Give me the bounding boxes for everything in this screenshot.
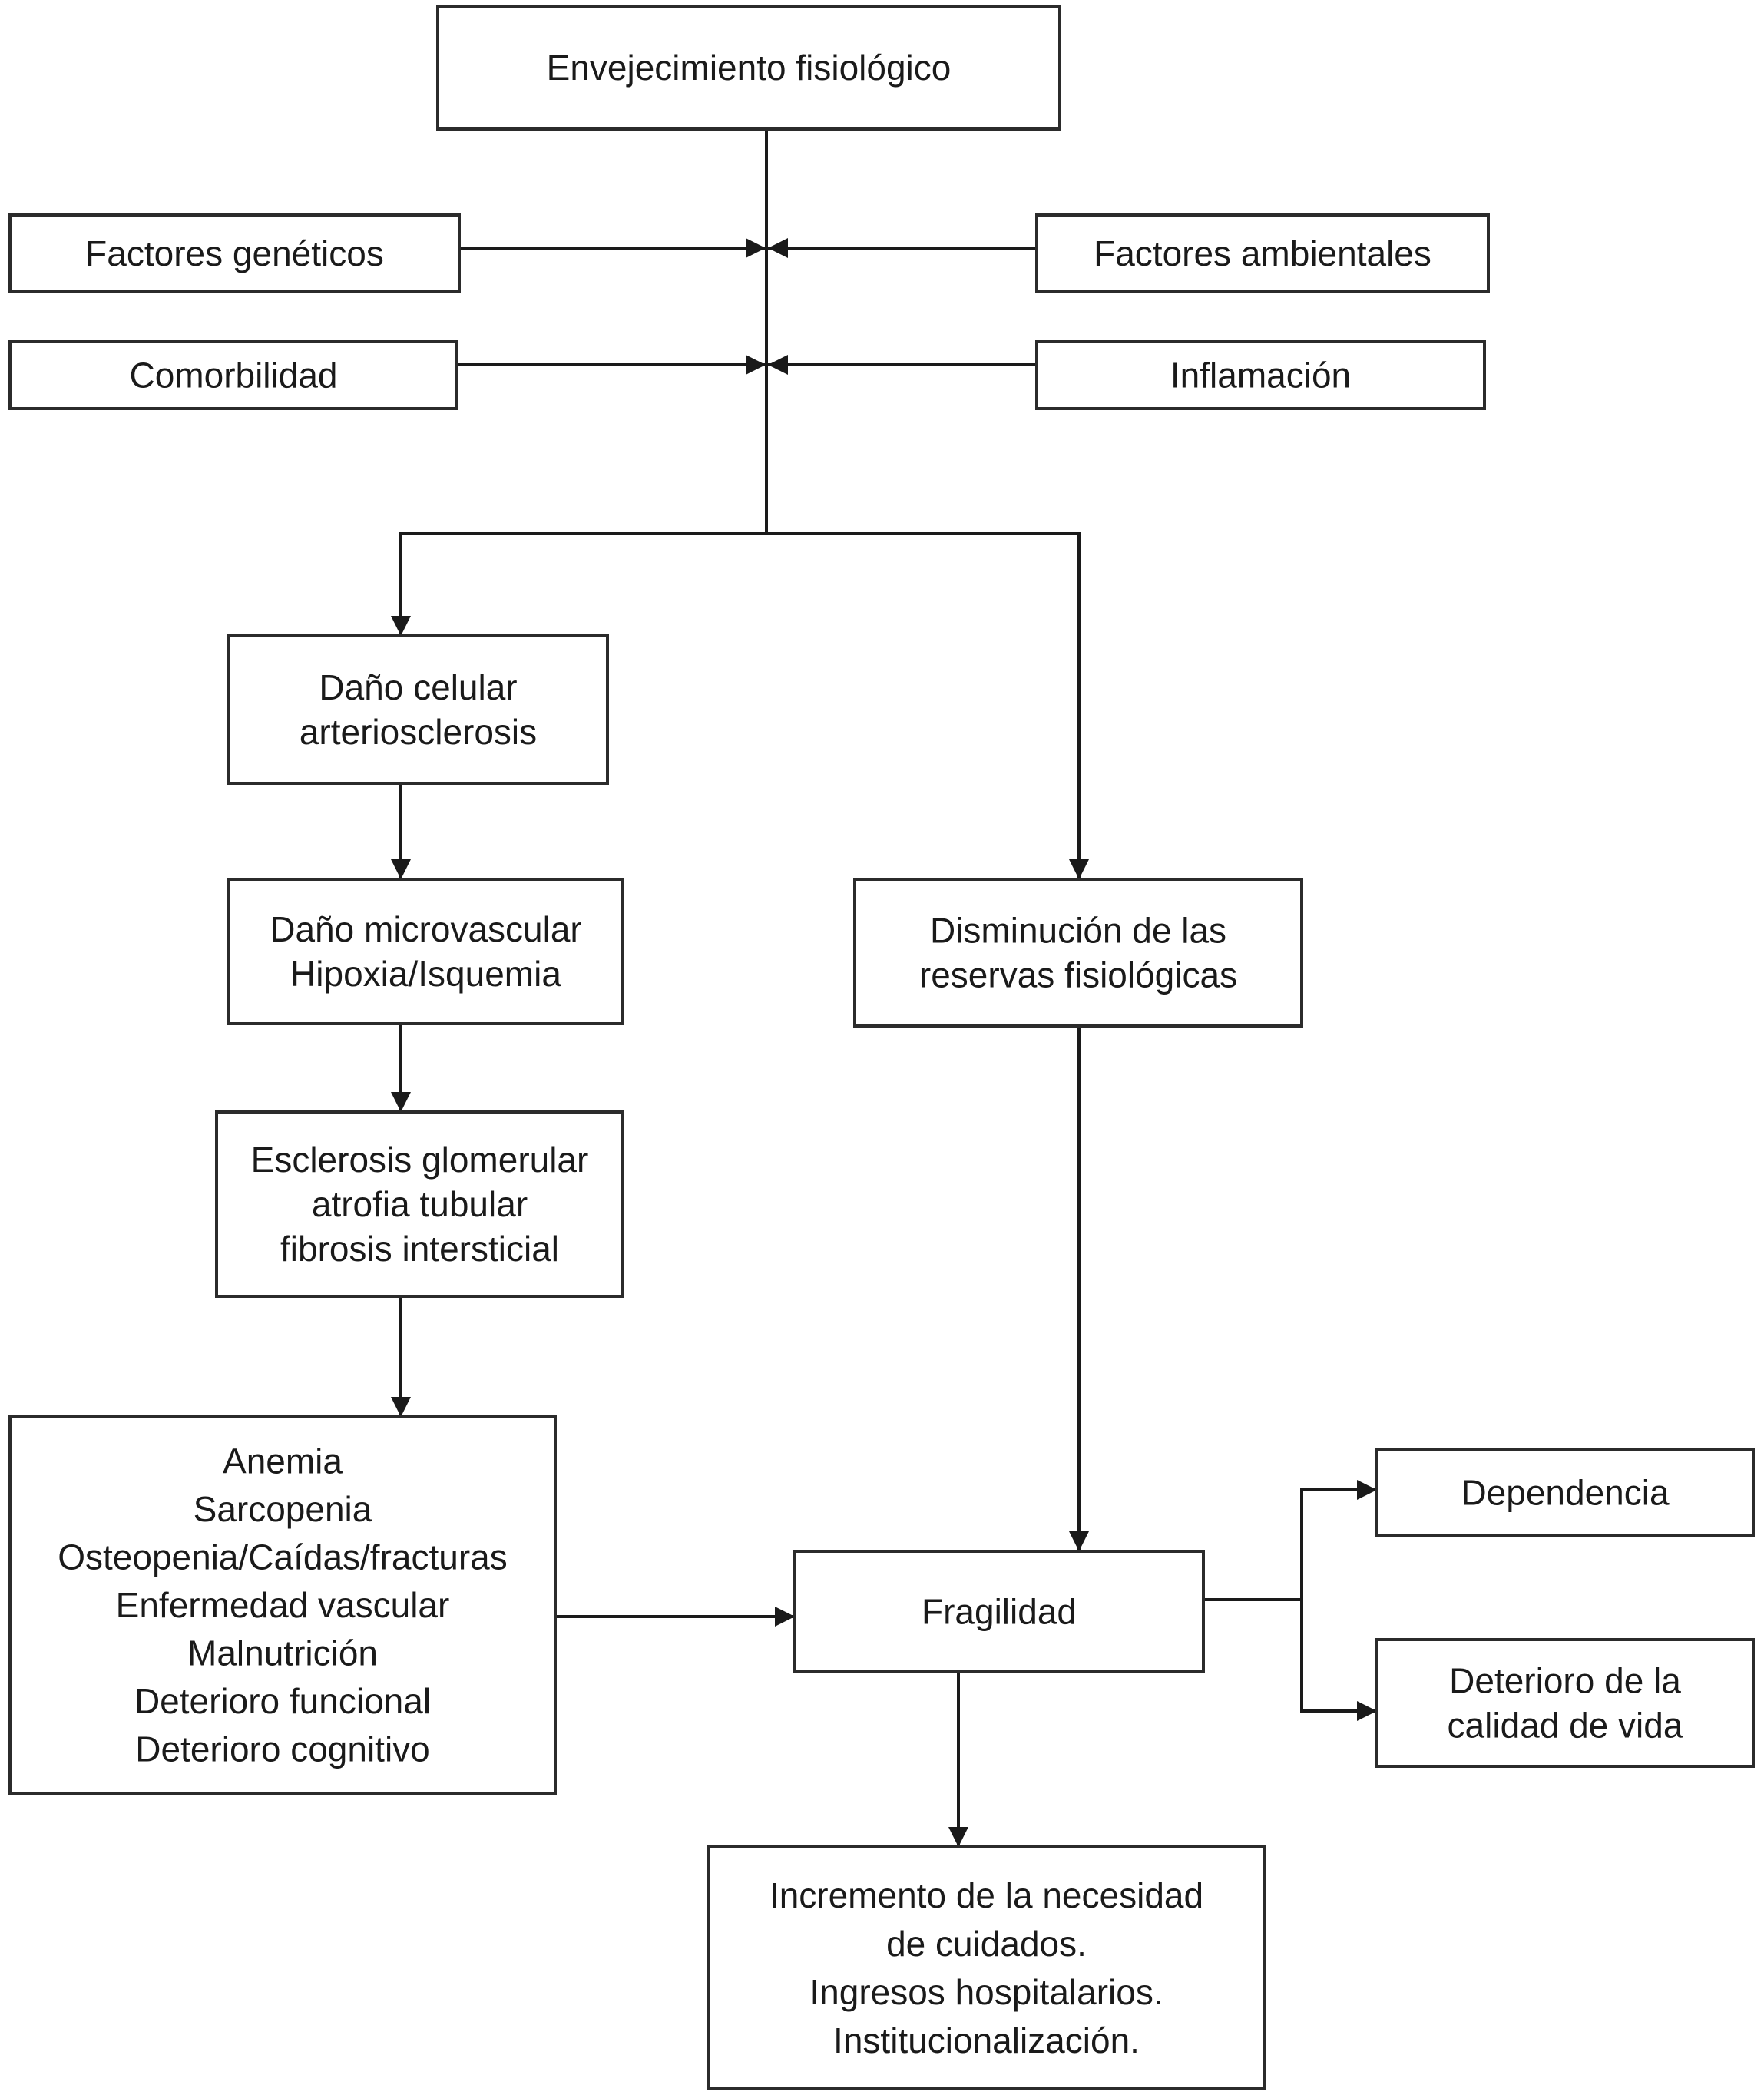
node-label: Comorbilidad — [129, 356, 337, 396]
node-label: Inflamación — [1170, 356, 1351, 396]
node-box — [8, 340, 458, 410]
node-inflamacion: Inflamación — [1035, 340, 1486, 410]
node-label: de cuidados. — [886, 1924, 1087, 1964]
edge-envejecimiento-to-disminucion — [766, 532, 1089, 879]
edge-line — [1300, 1600, 1377, 1713]
node-dependencia: Dependencia — [1375, 1448, 1755, 1537]
edge-disminucion-to-fragilidad — [1069, 1026, 1089, 1551]
node-label: atrofia tubular — [312, 1184, 528, 1224]
edge-line — [766, 532, 1081, 879]
node-ambientales: Factores ambientales — [1035, 213, 1490, 293]
edge-fragilidad-to-dependencia — [1203, 1480, 1377, 1601]
edge-line — [1203, 1488, 1377, 1601]
edge-dano-microvascular-to-esclerosis — [391, 1024, 411, 1112]
node-box — [436, 5, 1061, 131]
node-incremento: Incremento de la necesidad de cuidados. In… — [707, 1845, 1266, 2090]
connectors — [391, 129, 1377, 1847]
node-box — [1375, 1448, 1755, 1537]
node-label: calidad de vida — [1448, 1706, 1683, 1746]
edge-geneticos-to-envejecimiento — [459, 238, 766, 258]
node-label: Factores ambientales — [1094, 233, 1431, 273]
node-label: reservas fisiológicas — [919, 955, 1237, 995]
node-label: Sarcopenia — [194, 1489, 372, 1529]
edge-dano-celular-to-dano-microvascular — [391, 783, 411, 879]
node-box — [1375, 1638, 1755, 1768]
arrowhead-icon — [775, 1607, 795, 1627]
node-envejecimiento: Envejecimiento fisiológico — [436, 5, 1061, 131]
node-box — [853, 878, 1303, 1028]
node-label: fibrosis intersticial — [280, 1229, 559, 1269]
node-box — [227, 878, 624, 1025]
node-label: Osteopenia/Caídas/fracturas — [58, 1537, 508, 1577]
node-label: Esclerosis glomerular — [251, 1140, 589, 1180]
node-dano-celular: Daño celular arteriosclerosis — [227, 634, 609, 785]
node-label: Daño microvascular — [270, 909, 581, 949]
node-geneticos: Factores genéticos — [8, 213, 461, 293]
node-label: Ingresos hospitalarios. — [809, 1972, 1163, 2012]
node-box — [8, 213, 461, 293]
node-box — [227, 634, 609, 785]
arrowhead-icon — [948, 1827, 968, 1847]
arrowhead-icon — [1069, 859, 1089, 879]
node-label: Institucionalización. — [833, 2021, 1140, 2060]
edge-anemia-to-fragilidad — [555, 1607, 795, 1627]
edge-fragilidad-to-incremento — [948, 1672, 968, 1847]
arrowhead-icon — [768, 355, 788, 375]
node-label: Enfermedad vascular — [116, 1585, 450, 1625]
edge-inflamacion-to-envejecimiento — [768, 355, 1037, 375]
node-box — [1035, 213, 1490, 293]
arrowhead-icon — [746, 355, 766, 375]
node-label: Factores genéticos — [85, 233, 384, 273]
node-label: Deterioro cognitivo — [135, 1729, 430, 1769]
node-label: Daño celular — [319, 667, 517, 707]
arrowhead-icon — [746, 238, 766, 258]
node-label: Anemia — [223, 1441, 343, 1481]
arrowhead-icon — [391, 859, 411, 879]
node-label: Disminución de las — [930, 911, 1226, 951]
node-label: Malnutrición — [187, 1633, 378, 1673]
node-anemia: AnemiaSarcopeniaOsteopenia/Caídas/fractu… — [8, 1415, 557, 1795]
node-label: Deterioro de la — [1449, 1661, 1681, 1701]
arrowhead-icon — [391, 616, 411, 636]
edge-esclerosis-to-anemia — [391, 1296, 411, 1417]
node-box — [707, 1845, 1266, 2090]
node-label: Deterioro funcional — [134, 1681, 431, 1721]
edge-comorbilidad-to-envejecimiento — [457, 355, 766, 375]
node-label: arteriosclerosis — [300, 712, 537, 752]
node-box — [793, 1550, 1205, 1673]
node-box — [215, 1110, 624, 1298]
node-label: Incremento de la necesidad — [769, 1875, 1203, 1915]
node-comorbilidad: Comorbilidad — [8, 340, 458, 410]
edge-ambientales-to-envejecimiento — [768, 238, 1037, 258]
arrowhead-icon — [391, 1397, 411, 1417]
edge-fragilidad-to-deterioro-calidad — [1300, 1600, 1377, 1721]
arrowhead-icon — [1069, 1531, 1089, 1551]
arrowhead-icon — [1357, 1701, 1377, 1721]
node-deterioro-calidad: Deterioro de la calidad de vida — [1375, 1638, 1755, 1768]
node-fragilidad: Fragilidad — [793, 1550, 1205, 1673]
node-label: Dependencia — [1461, 1473, 1670, 1513]
node-box — [1035, 340, 1486, 410]
arrowhead-icon — [768, 238, 788, 258]
node-box — [8, 1415, 557, 1795]
arrowhead-icon — [391, 1092, 411, 1112]
node-label: Fragilidad — [922, 1592, 1077, 1632]
node-label: Hipoxia/Isquemia — [290, 954, 561, 994]
arrowhead-icon — [1357, 1480, 1377, 1500]
node-label: Envejecimiento fisiológico — [547, 48, 952, 88]
